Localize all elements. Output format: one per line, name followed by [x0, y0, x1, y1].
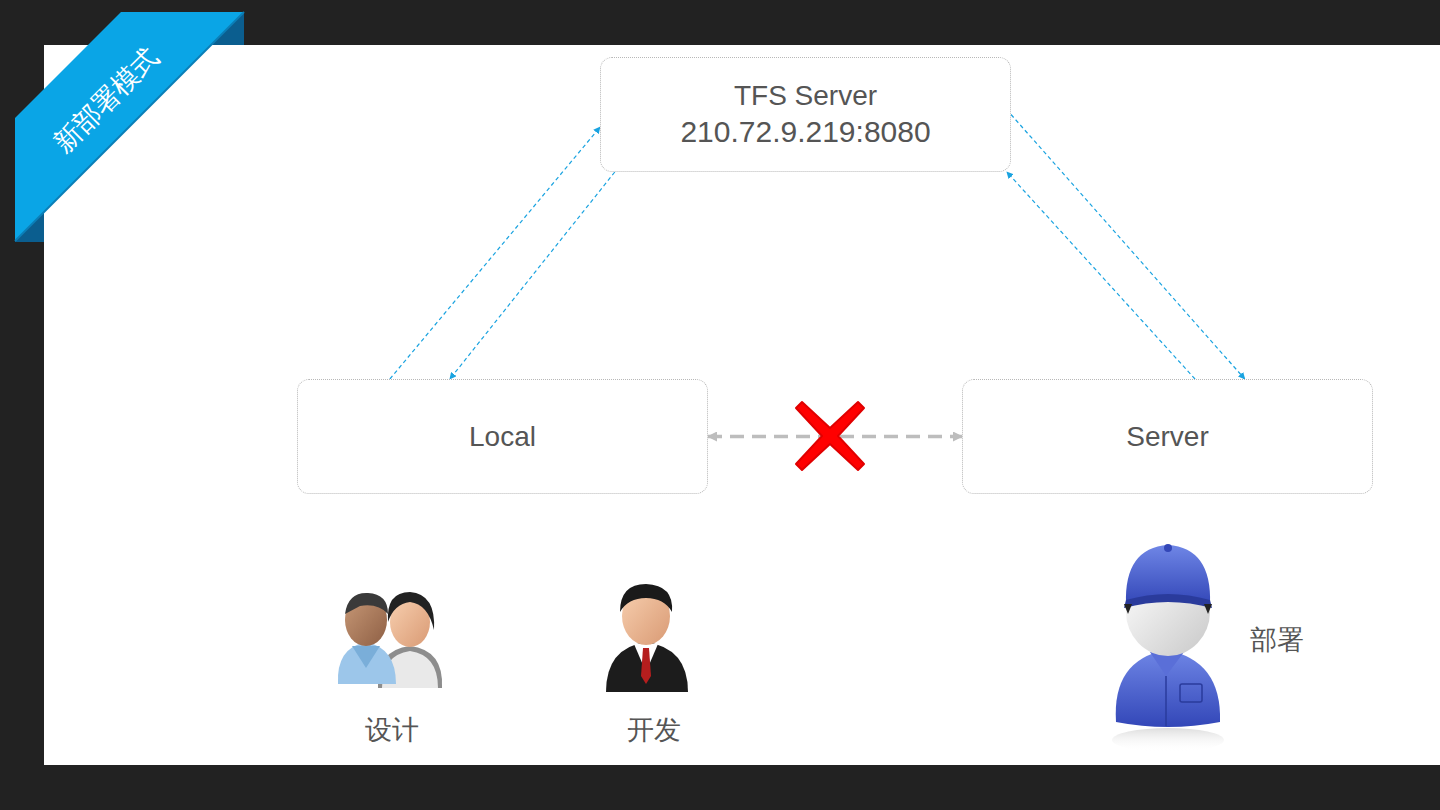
corner-ribbon	[15, 12, 244, 242]
node-label: Server	[1126, 419, 1208, 454]
sync-arrow	[1007, 172, 1195, 379]
server-box: Server	[962, 379, 1373, 494]
sync-arrow	[1011, 115, 1245, 380]
deployer-icon	[1112, 544, 1224, 752]
designer-icon	[338, 592, 442, 688]
sync-arrow	[450, 172, 615, 379]
sync-arrow	[390, 127, 600, 379]
role-label: 部署	[1250, 622, 1304, 658]
node-address: 210.72.9.219:8080	[680, 113, 930, 151]
developer-icon	[606, 584, 688, 692]
node-label: Local	[469, 419, 536, 454]
role-label: 设计	[365, 712, 419, 748]
local-box: Local	[297, 379, 708, 494]
node-heading: TFS Server	[734, 78, 877, 113]
server-box: TFS Server210.72.9.219:8080	[600, 57, 1011, 172]
role-label: 开发	[627, 712, 681, 748]
blocked-cross	[796, 402, 864, 470]
